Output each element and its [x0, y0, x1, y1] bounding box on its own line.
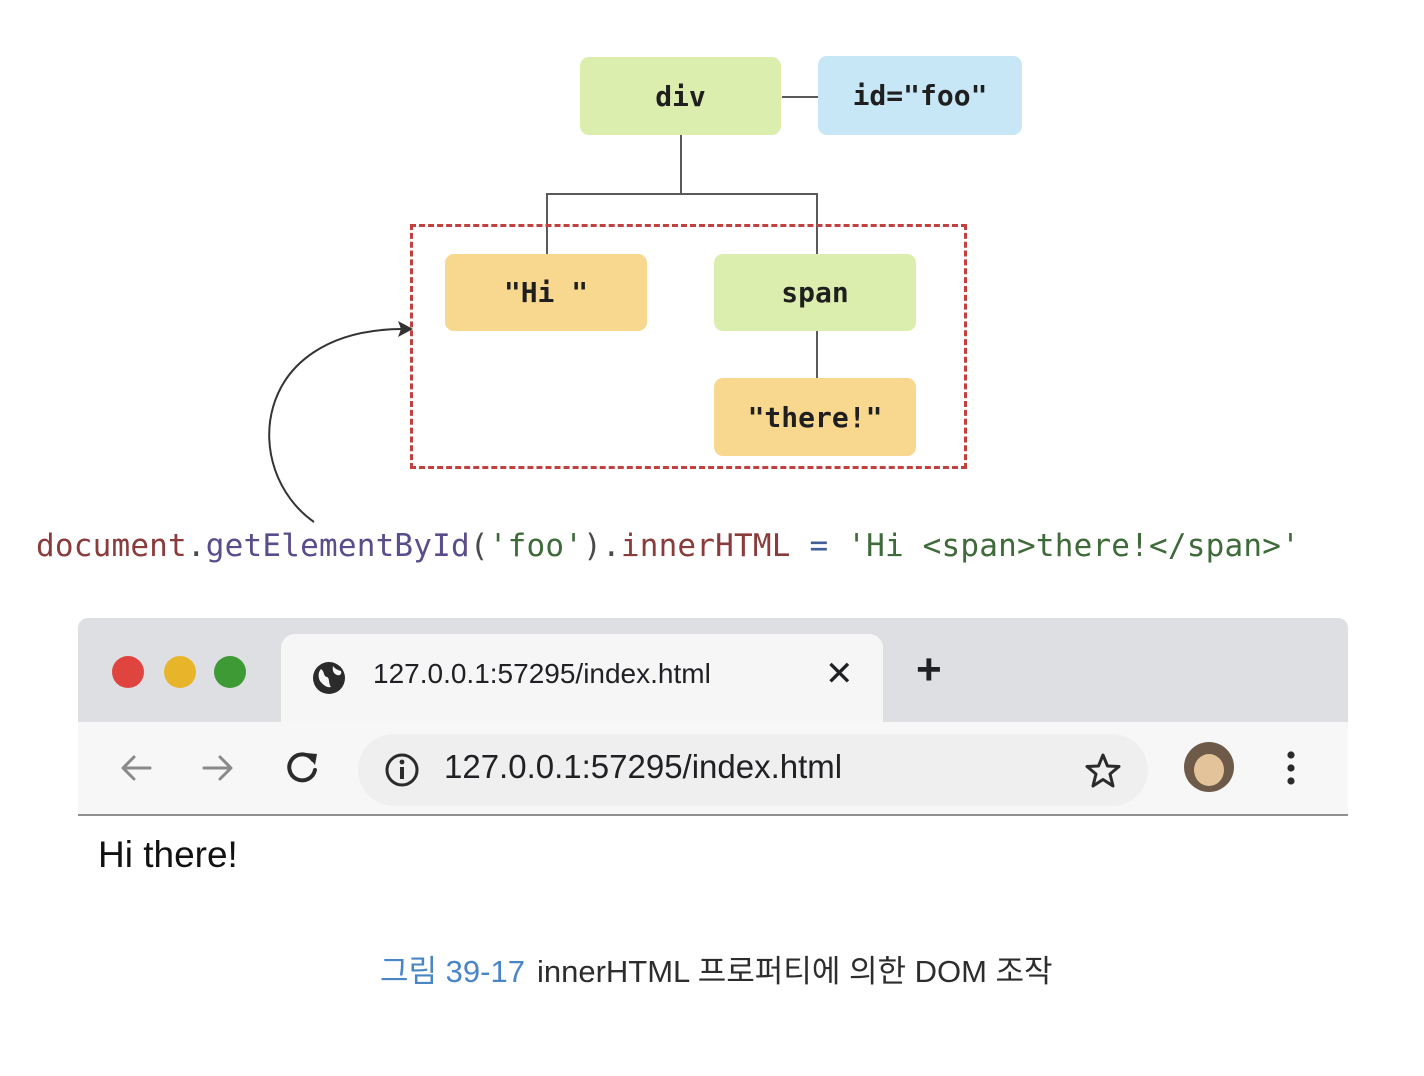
new-tab-button[interactable]: +: [916, 645, 942, 694]
forward-arrow-icon[interactable]: [198, 748, 238, 793]
code-dot: .: [186, 528, 206, 564]
connector-horizontal: [546, 193, 818, 195]
code-dot: .: [601, 528, 621, 564]
connector-span-there: [816, 331, 818, 379]
profile-avatar[interactable]: [1184, 742, 1234, 792]
window-close-button[interactable]: [112, 656, 144, 688]
code-statement: document.getElementById('foo').innerHTML…: [36, 528, 1300, 564]
figure-caption-text: innerHTML 프로퍼티에 의한 DOM 조작: [536, 954, 1053, 989]
code-property: innerHTML: [620, 528, 791, 564]
id-attribute-node: id="foo": [818, 56, 1022, 135]
code-paren-close: ): [583, 528, 602, 564]
address-bar[interactable]: 127.0.0.1:57295/index.html: [358, 734, 1148, 806]
code-argument: 'foo': [488, 528, 584, 564]
back-arrow-icon[interactable]: [116, 748, 156, 793]
browser-tab[interactable]: 127.0.0.1:57295/index.html ✕: [281, 634, 883, 722]
browser-toolbar: 127.0.0.1:57295/index.html: [78, 722, 1348, 816]
div-element-node: div: [580, 57, 781, 135]
connector-div-down: [680, 134, 682, 194]
tab-title: 127.0.0.1:57295/index.html: [373, 658, 711, 689]
address-url[interactable]: 127.0.0.1:57295/index.html: [444, 748, 843, 785]
more-menu-icon[interactable]: [1284, 748, 1298, 793]
text-node-hi: "Hi ": [445, 254, 647, 331]
connector-div-attr: [782, 96, 818, 98]
info-icon[interactable]: [384, 752, 420, 793]
tab-bar: 127.0.0.1:57295/index.html ✕ +: [78, 618, 1348, 722]
figure-number: 그림 39-17: [380, 954, 525, 989]
window-maximize-button[interactable]: [214, 656, 246, 688]
rendered-page-content: Hi there!: [98, 834, 238, 875]
innerhtml-replaced-region: [410, 224, 967, 469]
reload-icon[interactable]: [282, 748, 322, 793]
bookmark-star-icon[interactable]: [1084, 752, 1122, 795]
globe-icon: [311, 660, 347, 701]
code-assign-operator: =: [790, 528, 848, 564]
text-node-there: "there!": [714, 378, 916, 456]
code-value: 'Hi <span>there!</span>': [847, 528, 1300, 564]
browser-window: 127.0.0.1:57295/index.html ✕ +: [78, 618, 1348, 818]
code-paren-open: (: [469, 528, 489, 564]
code-method: getElementById: [205, 528, 470, 564]
tab-close-icon[interactable]: ✕: [825, 655, 854, 693]
avatar-face: [1194, 754, 1224, 786]
figure-caption: 그림 39-17 innerHTML 프로퍼티에 의한 DOM 조작: [380, 946, 1053, 991]
span-element-node: span: [714, 254, 916, 331]
window-minimize-button[interactable]: [164, 656, 196, 688]
code-object: document: [36, 528, 187, 564]
